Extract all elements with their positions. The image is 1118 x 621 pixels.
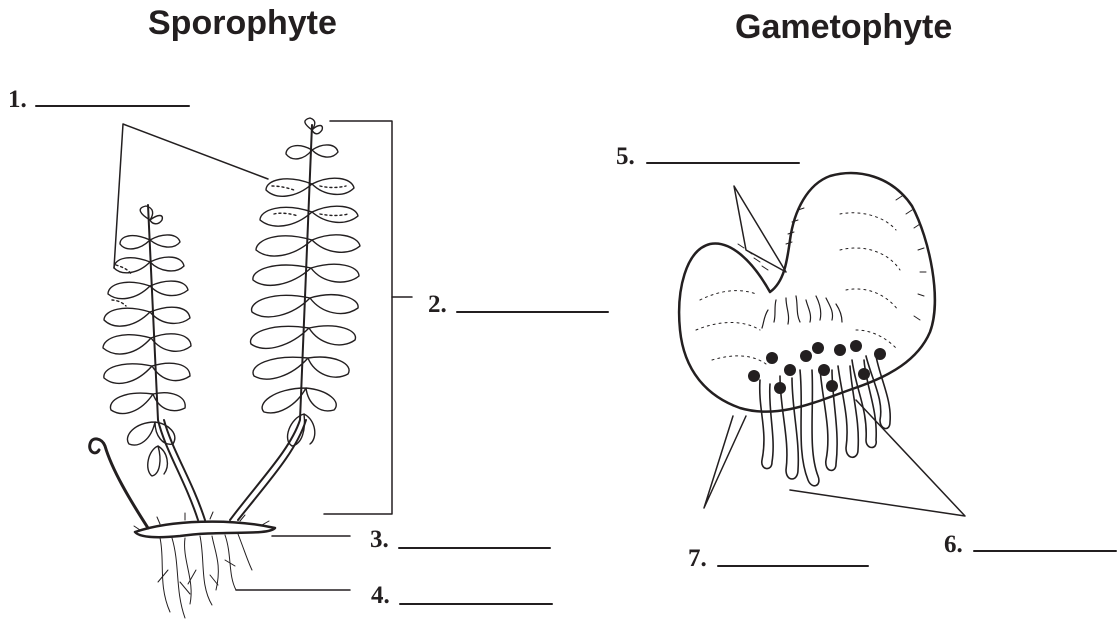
label-1: 1. <box>8 86 189 113</box>
apical-notch-cells <box>738 196 926 320</box>
fiddlehead <box>90 439 148 528</box>
label-3-number: 3. <box>370 526 389 553</box>
right-frond-stipe <box>230 125 312 520</box>
prothallus <box>679 173 935 412</box>
label-5-leader <box>734 186 786 272</box>
cell-pattern <box>696 213 900 364</box>
label-2: 2. <box>428 291 608 318</box>
label-1-number: 1. <box>8 86 27 113</box>
rhizome <box>135 522 275 538</box>
label-7-leader <box>704 416 746 508</box>
label-4-number: 4. <box>371 582 390 609</box>
label-2-number: 2. <box>428 291 447 318</box>
left-frond-stipe-outline <box>164 420 205 520</box>
label-6-number: 6. <box>944 531 963 558</box>
right-frond-stipe-outline <box>238 420 306 520</box>
left-frond-pinnae <box>103 206 191 476</box>
label-6: 6. <box>944 531 1116 558</box>
label-5: 5. <box>616 143 799 170</box>
gametophyte-illustration <box>679 173 965 516</box>
label-7: 7. <box>688 545 868 572</box>
label-3: 3. <box>370 526 550 553</box>
label-1-leader <box>114 124 268 268</box>
label-7-number: 7. <box>688 545 707 572</box>
roots <box>158 534 252 618</box>
sporophyte-leader-lines <box>114 121 412 590</box>
label-2-bracket <box>324 121 392 514</box>
sporophyte-illustration <box>90 118 360 618</box>
left-frond-stipe <box>148 205 198 520</box>
label-4: 4. <box>371 582 552 609</box>
label-6-leader <box>790 400 965 516</box>
archegonia <box>762 296 842 328</box>
label-5-number: 5. <box>616 143 635 170</box>
